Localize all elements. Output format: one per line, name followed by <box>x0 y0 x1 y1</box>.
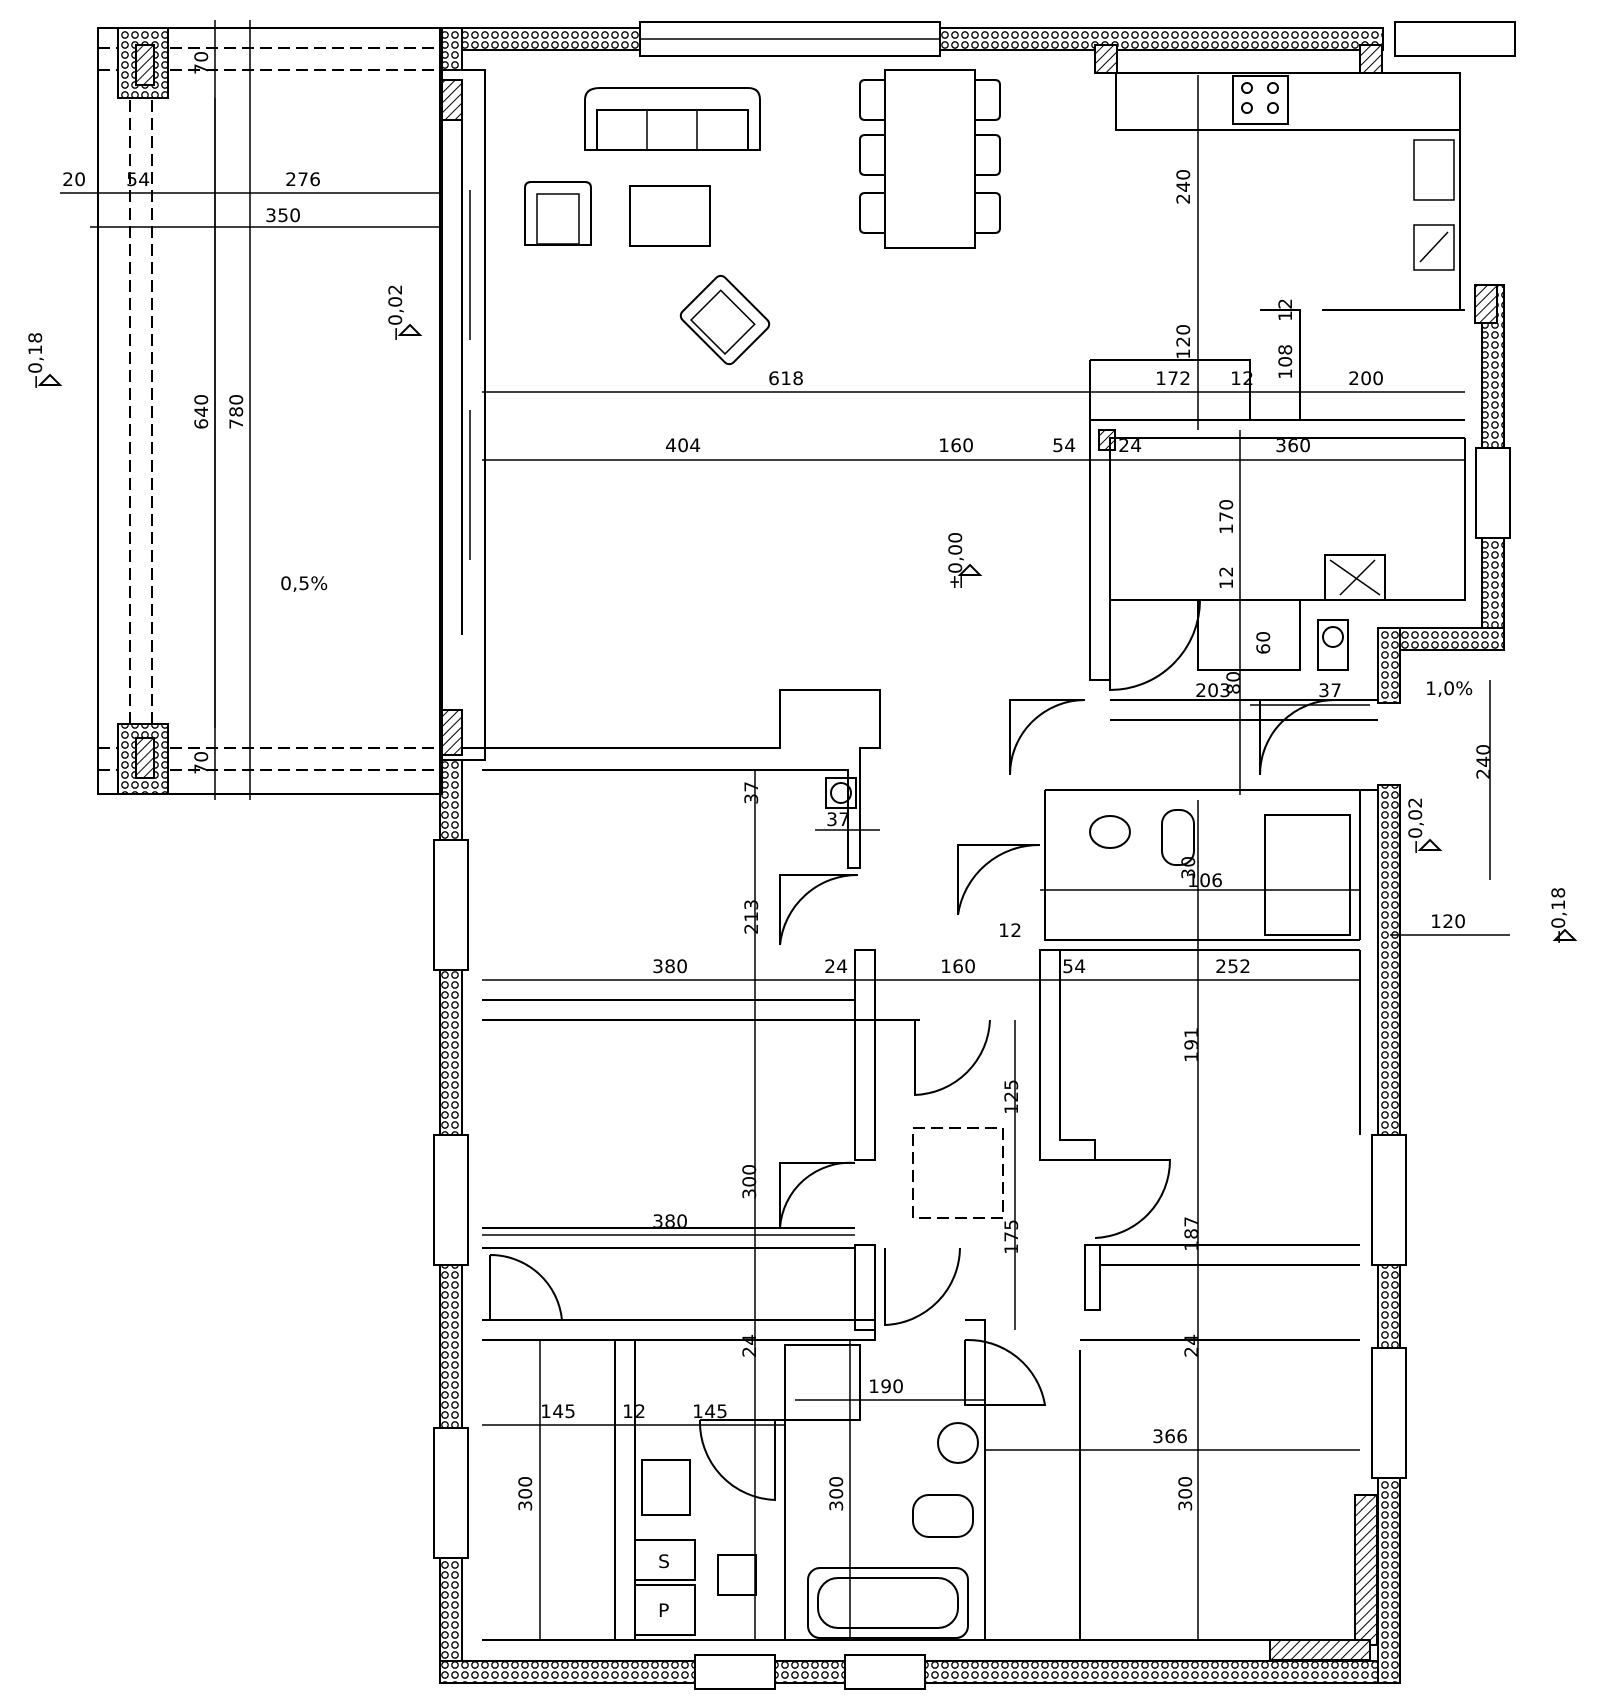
dim-room2-300: 300 <box>739 1164 761 1200</box>
dim-hall-380: 380 <box>652 956 688 978</box>
dim-lower-300a: 300 <box>515 1476 537 1512</box>
dim-terrace-640: 640 <box>191 394 213 430</box>
level-exterior-right: −0,18 <box>1548 887 1570 945</box>
pantry-label-p: P <box>658 1600 669 1622</box>
dim-kitchen-12: 12 <box>1230 368 1254 390</box>
dim-kitchen-240: 240 <box>1173 169 1195 205</box>
exterior-walls <box>439 27 1505 1684</box>
dim-terrace-276: 276 <box>285 169 321 191</box>
dim-kitchen-108: 108 <box>1275 344 1297 380</box>
dim-terrace-350: 350 <box>265 205 301 227</box>
wall-columns <box>439 44 1498 1661</box>
dim-util-360: 360 <box>1275 435 1311 457</box>
dim-room2-380: 380 <box>652 1211 688 1233</box>
dim-entry-203: 203 <box>1195 680 1231 702</box>
level-labels: −0,18 −0,02 ±0,00 −0,02 −0,18 0,5% 1,0% … <box>25 284 1570 1622</box>
dim-living-404: 404 <box>665 435 701 457</box>
dim-room3-187: 187 <box>1181 1216 1203 1252</box>
dim-hall-160: 160 <box>940 956 976 978</box>
dim-hall-252: 252 <box>1215 956 1251 978</box>
dim-wc-106: 106 <box>1187 870 1223 892</box>
dim-room3-191: 191 <box>1181 1027 1203 1063</box>
dimension-lines <box>482 75 1510 1640</box>
dim-lower-12: 12 <box>622 1401 646 1423</box>
dim-hall-24: 24 <box>824 956 848 978</box>
dim-room1-37b: 37 <box>826 809 850 831</box>
dim-lower-24b: 24 <box>1181 1334 1203 1358</box>
pantry-label-s: S <box>658 1551 670 1573</box>
windows <box>433 21 1516 1690</box>
dim-entry-240: 240 <box>1473 744 1495 780</box>
dim-lower-190: 190 <box>868 1376 904 1398</box>
dim-terrace-54: 54 <box>126 169 150 191</box>
level-interior: ±0,00 <box>945 532 967 590</box>
dim-lower-366: 366 <box>1152 1426 1188 1448</box>
dim-entry-120: 120 <box>1430 911 1466 933</box>
dim-util-170: 170 <box>1216 499 1238 535</box>
dim-kitchen-120: 120 <box>1173 324 1195 360</box>
dim-living-54: 54 <box>1052 435 1076 457</box>
dim-hall-175: 175 <box>1001 1219 1023 1255</box>
dim-living-618: 618 <box>768 368 804 390</box>
dim-entry-37: 37 <box>1318 680 1342 702</box>
dim-wc-12: 12 <box>998 920 1022 942</box>
dim-lower-145a: 145 <box>540 1401 576 1423</box>
dim-terrace-70-bottom: 70 <box>191 751 213 775</box>
furniture <box>524 69 1461 1639</box>
terrace <box>60 20 443 800</box>
dim-kitchen-12b: 12 <box>1275 298 1297 322</box>
dim-room1-213: 213 <box>741 899 763 935</box>
level-terrace-inner: −0,02 <box>385 284 407 342</box>
dim-terrace-70-top: 70 <box>191 51 213 75</box>
level-entry-step: −0,02 <box>1405 797 1427 855</box>
dim-lower-300b: 300 <box>826 1476 848 1512</box>
dim-lower-24a: 24 <box>739 1334 761 1358</box>
doors <box>489 599 1336 1502</box>
dim-hall-54: 54 <box>1062 956 1086 978</box>
level-terrace-outer: −0,18 <box>25 332 47 390</box>
dim-room1-37a: 37 <box>741 781 763 805</box>
dim-wc-30: 30 <box>1178 856 1200 880</box>
dim-entry-80: 80 <box>1223 671 1245 695</box>
dim-lower-300c: 300 <box>1175 1476 1197 1512</box>
level-markers <box>37 323 1578 941</box>
dim-hall-125: 125 <box>1001 1079 1023 1115</box>
dim-living-24: 24 <box>1118 435 1142 457</box>
dim-kitchen-200: 200 <box>1348 368 1384 390</box>
dim-living-160: 160 <box>938 435 974 457</box>
dim-terrace-780: 780 <box>226 394 248 430</box>
dim-util-12: 12 <box>1216 566 1238 590</box>
slope-terrace: 0,5% <box>280 573 328 595</box>
slope-entry: 1,0% <box>1425 678 1473 700</box>
dim-terrace-20: 20 <box>62 169 86 191</box>
dim-util-60: 60 <box>1253 631 1275 655</box>
dim-kitchen-172: 172 <box>1155 368 1191 390</box>
dim-lower-145b: 145 <box>692 1401 728 1423</box>
dimension-labels: 20 54 276 350 640 780 70 70 618 404 160 … <box>62 51 1495 1512</box>
